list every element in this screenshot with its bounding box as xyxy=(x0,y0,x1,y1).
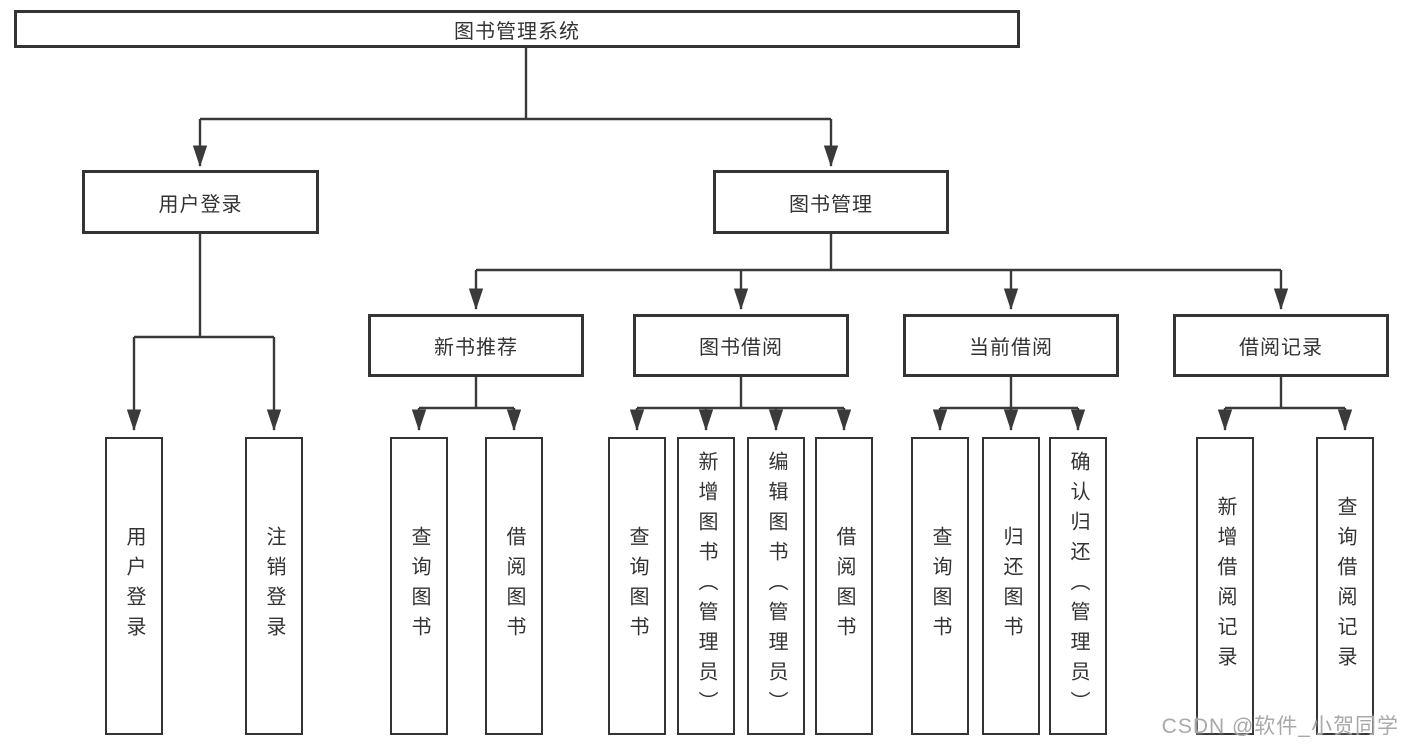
leaf-label: 查询图书 xyxy=(626,526,648,646)
leaf-label: 确认归还（管理员） xyxy=(1067,451,1089,721)
leaf-label: 查询图书 xyxy=(929,526,951,646)
leaf-label: 新增借阅记录 xyxy=(1214,496,1236,676)
node-label: 图书管理系统 xyxy=(454,20,580,43)
node-user-login: 用户登录 xyxy=(82,170,319,234)
leaf-label: 新增图书（管理员） xyxy=(695,451,717,721)
leaf-query-borrow-record: 查询借阅记录 xyxy=(1316,437,1374,735)
node-library-system: 图书管理系统 xyxy=(14,10,1020,48)
node-current-borrowing: 当前借阅 xyxy=(903,314,1119,377)
leaf-label: 编辑图书（管理员） xyxy=(765,451,787,721)
leaf-edit-books-admin: 编辑图书（管理员） xyxy=(747,437,805,735)
leaf-label: 归还图书 xyxy=(1000,526,1022,646)
leaf-label: 借阅图书 xyxy=(503,526,525,646)
node-label: 用户登录 xyxy=(158,193,243,216)
leaf-label: 查询图书 xyxy=(408,526,430,646)
leaf-confirm-return-admin: 确认归还（管理员） xyxy=(1049,437,1107,735)
node-borrowing-records: 借阅记录 xyxy=(1173,314,1389,377)
node-label: 当前借阅 xyxy=(969,337,1053,359)
node-book-management: 图书管理 xyxy=(713,170,949,234)
csdn-watermark: CSDN @软件_小贺同学 xyxy=(1161,715,1399,738)
leaf-label: 借阅图书 xyxy=(833,526,855,646)
node-label: 新书推荐 xyxy=(434,337,518,359)
node-label: 图书管理 xyxy=(789,193,873,216)
leaf-return-books: 归还图书 xyxy=(982,437,1040,735)
leaf-query-books-recommend: 查询图书 xyxy=(390,437,448,735)
leaf-borrow-books-recommend: 借阅图书 xyxy=(485,437,543,735)
leaf-logout: 注销登录 xyxy=(245,437,303,735)
leaf-label: 查询借阅记录 xyxy=(1334,496,1356,676)
leaf-query-books-borrowing: 查询图书 xyxy=(608,437,666,735)
leaf-query-books-current: 查询图书 xyxy=(911,437,969,735)
connector-group xyxy=(126,48,1353,431)
node-label: 图书借阅 xyxy=(699,337,783,359)
leaf-label: 注销登录 xyxy=(263,526,285,646)
leaf-user-login: 用户登录 xyxy=(105,437,163,735)
leaf-add-borrow-record: 新增借阅记录 xyxy=(1196,437,1254,735)
leaf-label: 用户登录 xyxy=(123,526,145,646)
leaf-borrow-books-borrowing: 借阅图书 xyxy=(815,437,873,735)
node-new-book-recommendation: 新书推荐 xyxy=(368,314,584,377)
node-label: 借阅记录 xyxy=(1239,337,1323,359)
leaf-add-books-admin: 新增图书（管理员） xyxy=(677,437,735,735)
node-book-borrowing: 图书借阅 xyxy=(633,314,849,377)
